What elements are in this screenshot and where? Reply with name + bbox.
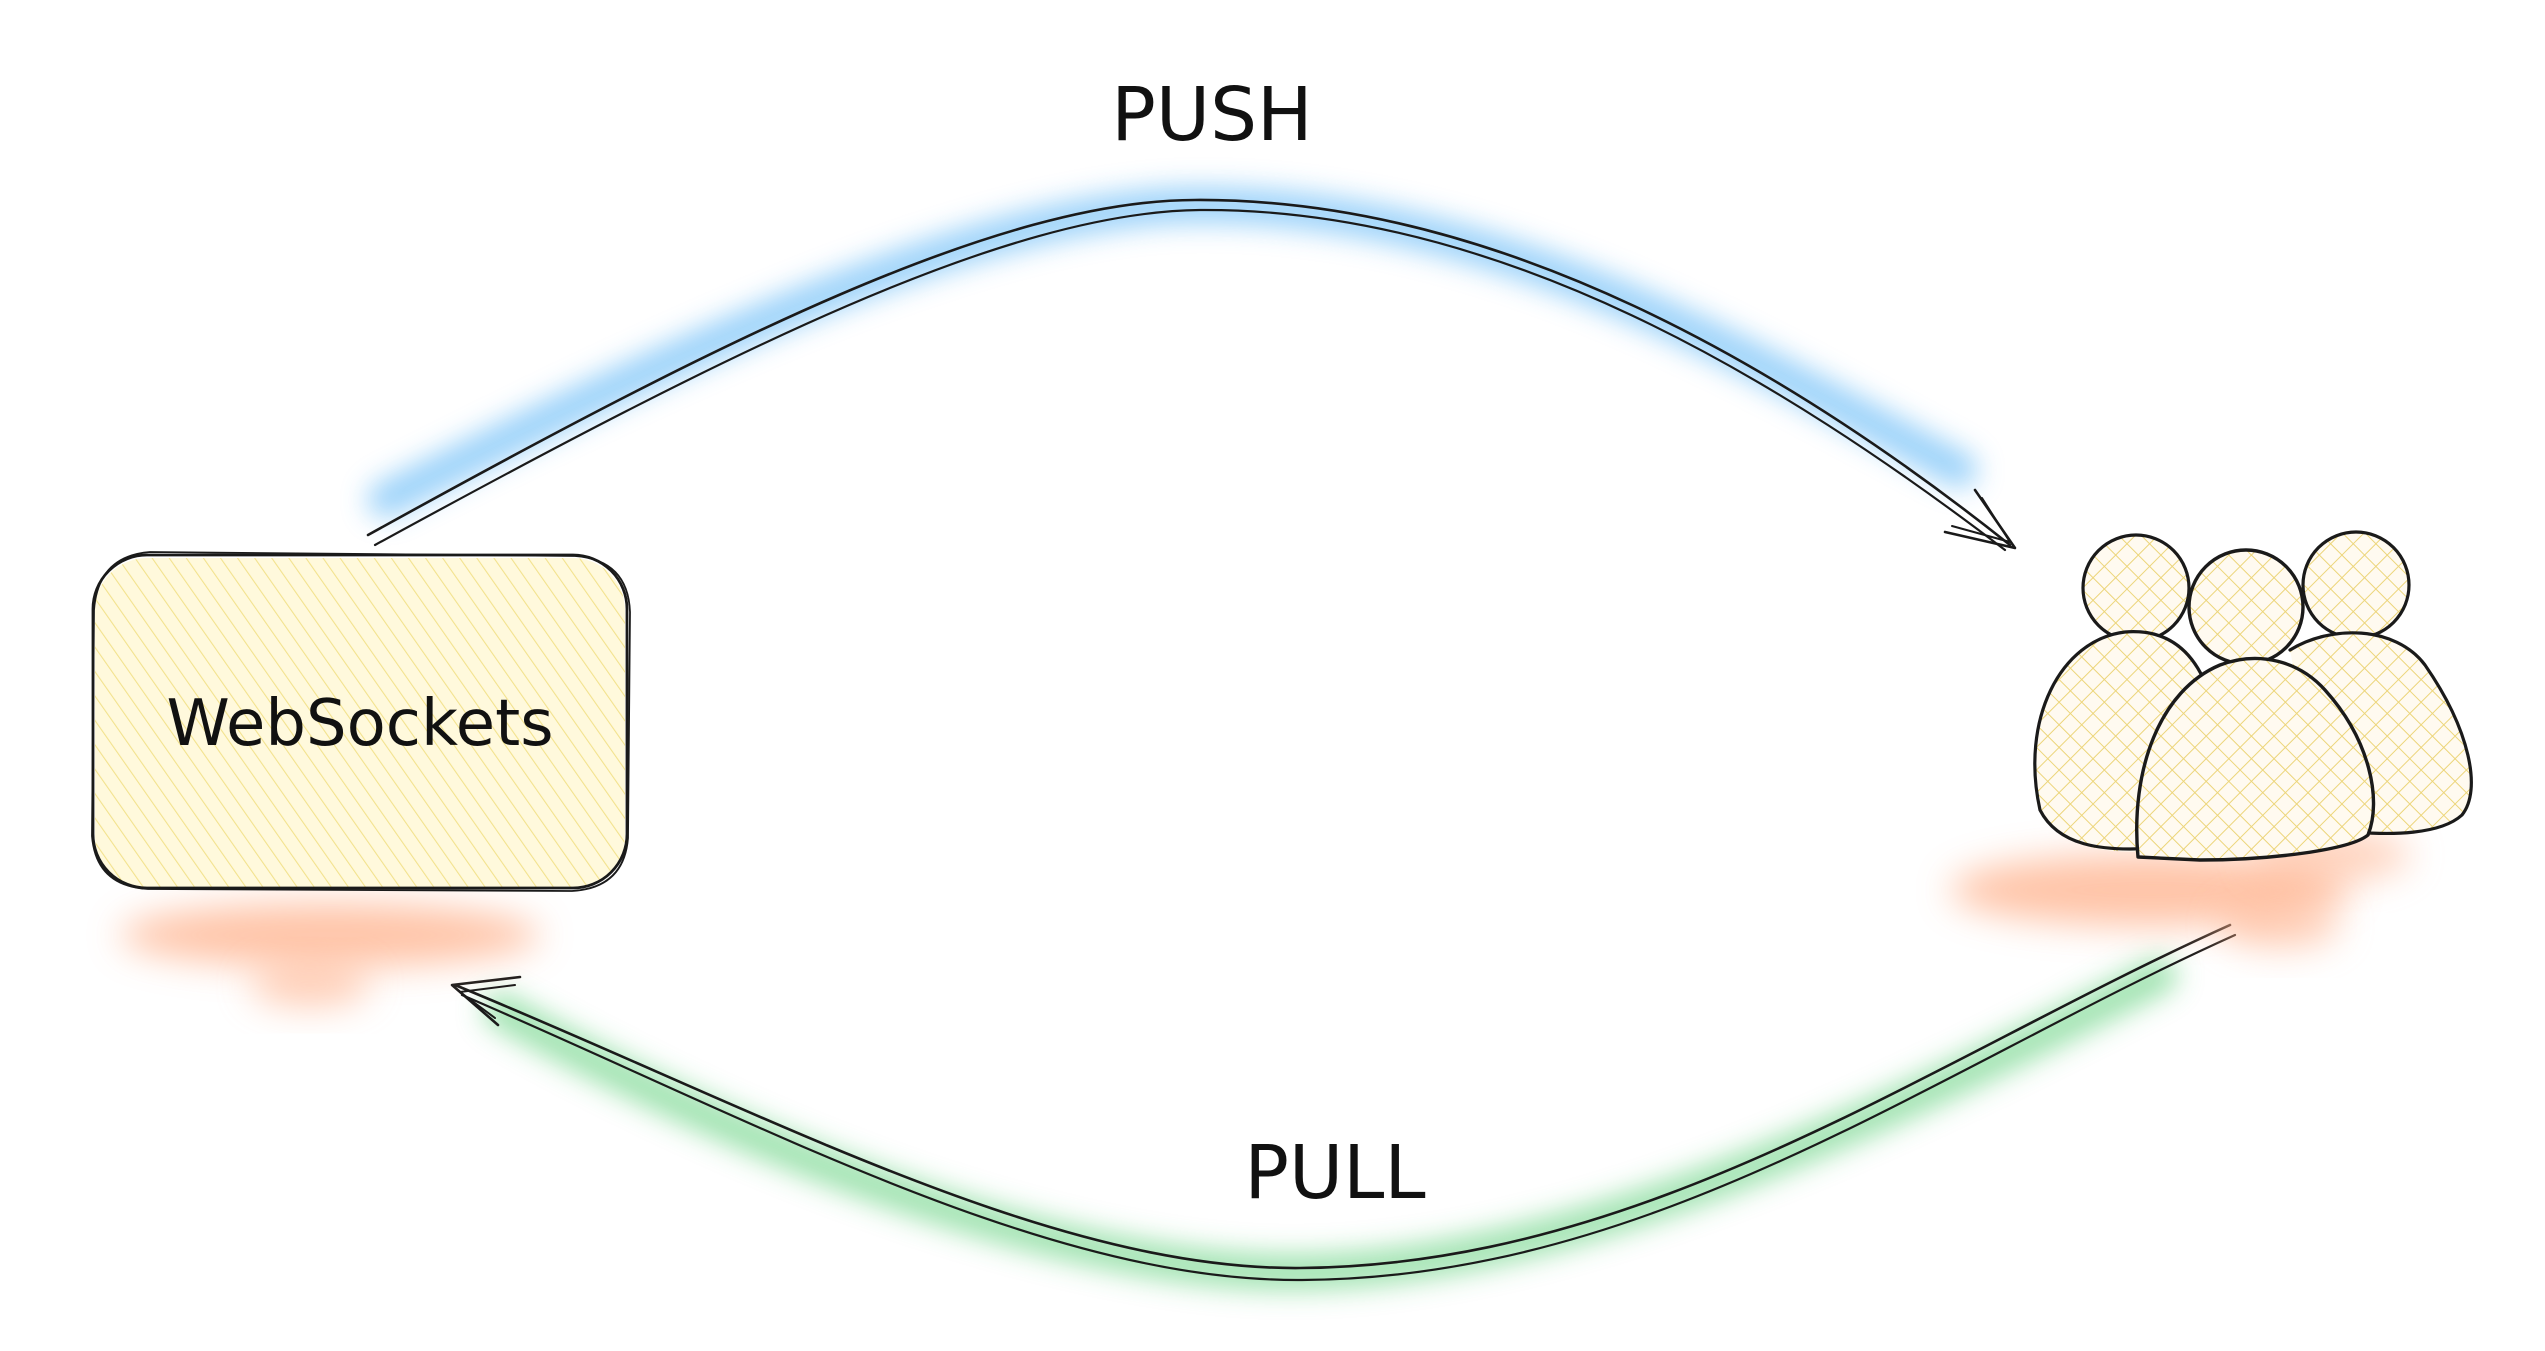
pull-label: PULL [1244, 1130, 1425, 1216]
websockets-label: WebSockets [166, 687, 553, 761]
pull-arrowhead-2 [459, 984, 516, 1019]
websockets-box-hatch [95, 558, 625, 888]
push-edge: PUSH [366, 72, 2017, 552]
push-highlight [368, 187, 1977, 517]
pull-edge: PULL [450, 923, 2237, 1290]
pull-arrowhead [450, 975, 522, 1027]
websockets-shadow-2 [250, 963, 370, 1007]
users-shadow-3 [2220, 901, 2340, 949]
users-group-icon [1950, 530, 2473, 949]
pull-arrow-line [453, 923, 2232, 1270]
push-label: PUSH [1111, 72, 1312, 158]
websockets-shadow [120, 903, 540, 967]
websockets-box-border-2 [91, 551, 631, 892]
user-middle-icon [2135, 548, 2376, 862]
websockets-node: WebSockets [91, 551, 631, 1007]
push-arrowhead-2 [1951, 497, 2011, 543]
pull-arrow-line-2 [460, 933, 2237, 1282]
push-arrow-line [366, 198, 2012, 547]
push-arrow-line-2 [373, 208, 2007, 552]
